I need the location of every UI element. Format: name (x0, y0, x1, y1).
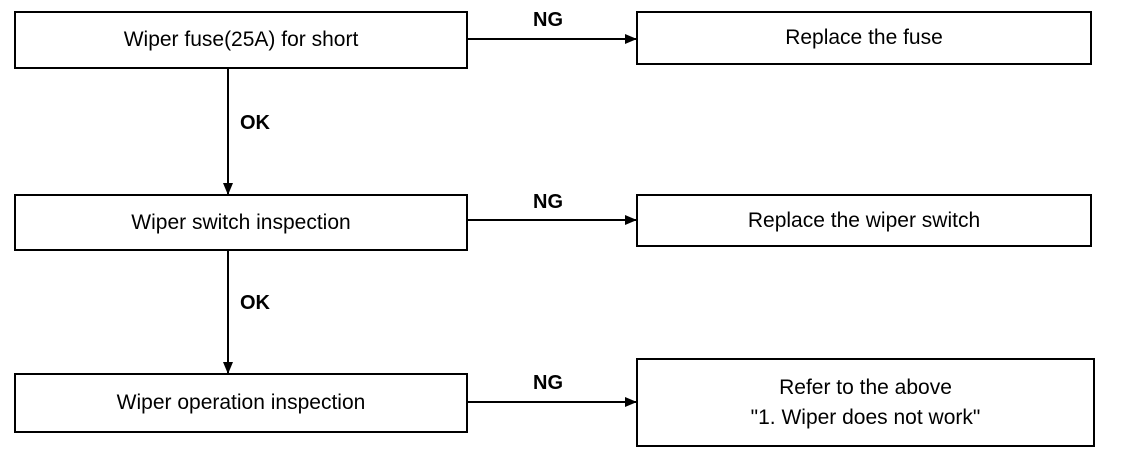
check-box-operation: Wiper operation inspection (14, 373, 468, 433)
action-box-fuse: Replace the fuse (636, 11, 1092, 65)
action-text-refer-line-2: "1. Wiper does not work" (750, 405, 981, 429)
action-text-refer: Refer to the above "1. Wiper does not wo… (751, 373, 981, 433)
check-text-operation: Wiper operation inspection (116, 391, 366, 414)
check-box-fuse: Wiper fuse(25A) for short (14, 11, 468, 69)
ok-label-2: OK (240, 292, 270, 314)
ng-label-1: NG (533, 9, 563, 31)
check-box-switch: Wiper switch inspection (14, 194, 468, 251)
ng-label-3: NG (533, 372, 563, 394)
check-text-fuse: Wiper fuse(25A) for short (123, 28, 359, 51)
action-text-fuse: Replace the fuse (785, 26, 943, 49)
check-text-switch: Wiper switch inspection (131, 210, 351, 234)
ok-label-1: OK (240, 112, 270, 134)
ng-label-2: NG (533, 191, 563, 213)
action-text-refer-line-1: Refer to the above (779, 375, 952, 399)
action-box-switch: Replace the wiper switch (636, 194, 1092, 247)
action-box-refer: Refer to the above "1. Wiper does not wo… (636, 358, 1095, 447)
action-text-switch: Replace the wiper switch (747, 208, 981, 232)
